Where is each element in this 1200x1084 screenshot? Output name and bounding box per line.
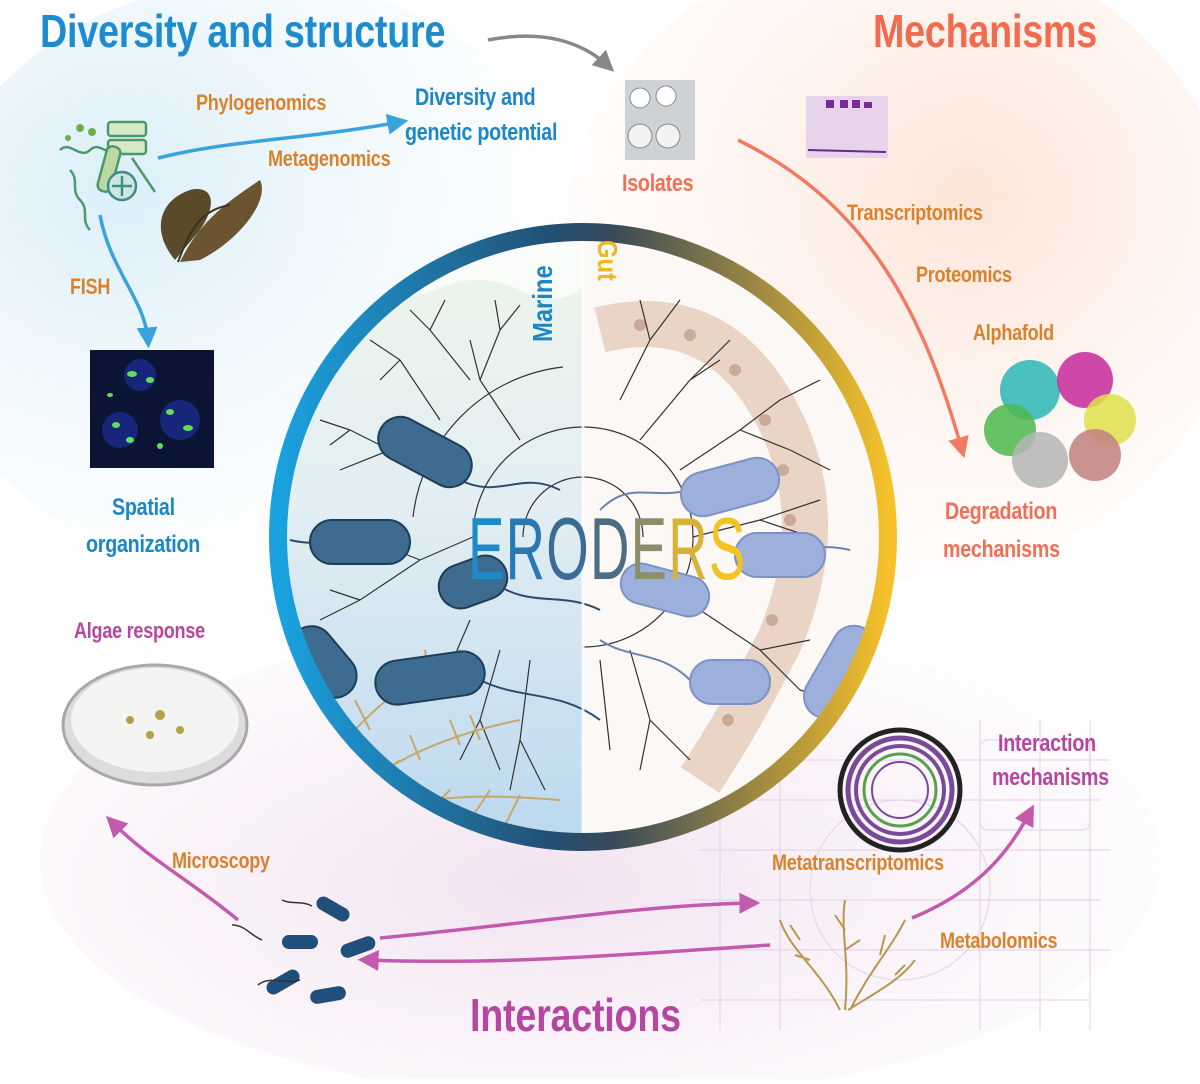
- circular-genome-plot: [837, 727, 963, 853]
- arrow-to-bacteria: [357, 943, 771, 971]
- interaction-mechanisms-line1: Interaction: [998, 730, 1096, 757]
- diversity-potential-line2: genetic potential: [405, 119, 558, 146]
- phylogenomics-label: Phylogenomics: [196, 90, 327, 115]
- arrow-to-metatranscriptomics: [379, 892, 761, 940]
- interaction-mechanisms-line2: mechanisms: [992, 764, 1109, 791]
- isolates-label: Isolates: [622, 170, 694, 197]
- degradation-mechanisms-line1: Degradation: [945, 498, 1058, 525]
- metabolomics-label: Metabolomics: [940, 928, 1058, 953]
- eroders-letter-r2: R: [668, 499, 709, 598]
- interactions-title: Interactions: [470, 989, 681, 1041]
- gut-bacteria: [599, 456, 877, 720]
- metatranscriptomics-label: Metatranscriptomics: [772, 850, 944, 875]
- degradation-mechanisms-line2: mechanisms: [943, 536, 1060, 563]
- alphafold-protein-structure: [984, 352, 1136, 488]
- mechanisms-title: Mechanisms: [873, 5, 1097, 57]
- algae-illustration: [779, 899, 916, 1011]
- arrow-to-algae-response: [106, 816, 240, 922]
- eroders-letter-d: D: [589, 499, 631, 598]
- metagenomics-label: Metagenomics: [268, 146, 391, 171]
- seaweed-kelp-icon: [160, 180, 262, 263]
- bacteria-cluster-icon: [231, 896, 376, 1004]
- arrow-to-diversity: [157, 113, 409, 160]
- protein-gel-image: [806, 96, 888, 158]
- eroders-letter-e2: E: [630, 499, 669, 598]
- eroders-letter-r: R: [505, 499, 547, 598]
- petri-dish-image: [61, 663, 249, 787]
- transcriptomics-label: Transcriptomics: [847, 200, 983, 225]
- arrow-to-degradation: [737, 138, 969, 459]
- fish-label: FISH: [70, 274, 111, 299]
- microbe-community-icon: [59, 120, 157, 231]
- eroders-letter-e: E: [468, 499, 506, 598]
- eroders-letter-s: S: [708, 499, 747, 598]
- spatial-organization-line2: organization: [86, 531, 201, 558]
- arrow-to-interaction-mechanisms: [911, 804, 1034, 920]
- marine-label: Marine: [527, 265, 558, 342]
- arrow-fish: [98, 214, 158, 349]
- interactions-background: [40, 620, 1160, 1084]
- microscopy-label: Microscopy: [172, 848, 270, 873]
- gut-label: Gut: [592, 240, 623, 281]
- arrow-to-isolates: [487, 34, 615, 72]
- spatial-organization-line1: Spatial: [112, 494, 175, 521]
- proteomics-label: Proteomics: [916, 262, 1012, 287]
- alphafold-label: Alphafold: [973, 320, 1054, 345]
- eroders-wordmark: ERODERS: [468, 505, 747, 593]
- fish-microscopy-image: [90, 350, 214, 468]
- isolates-well-plate-image: [625, 80, 695, 160]
- diversity-potential-line1: Diversity and: [415, 84, 536, 111]
- algae-response-label: Algae response: [74, 618, 205, 643]
- diversity-title: Diversity and structure: [40, 5, 446, 57]
- eroders-letter-o: O: [546, 499, 590, 598]
- central-ring: [269, 223, 897, 851]
